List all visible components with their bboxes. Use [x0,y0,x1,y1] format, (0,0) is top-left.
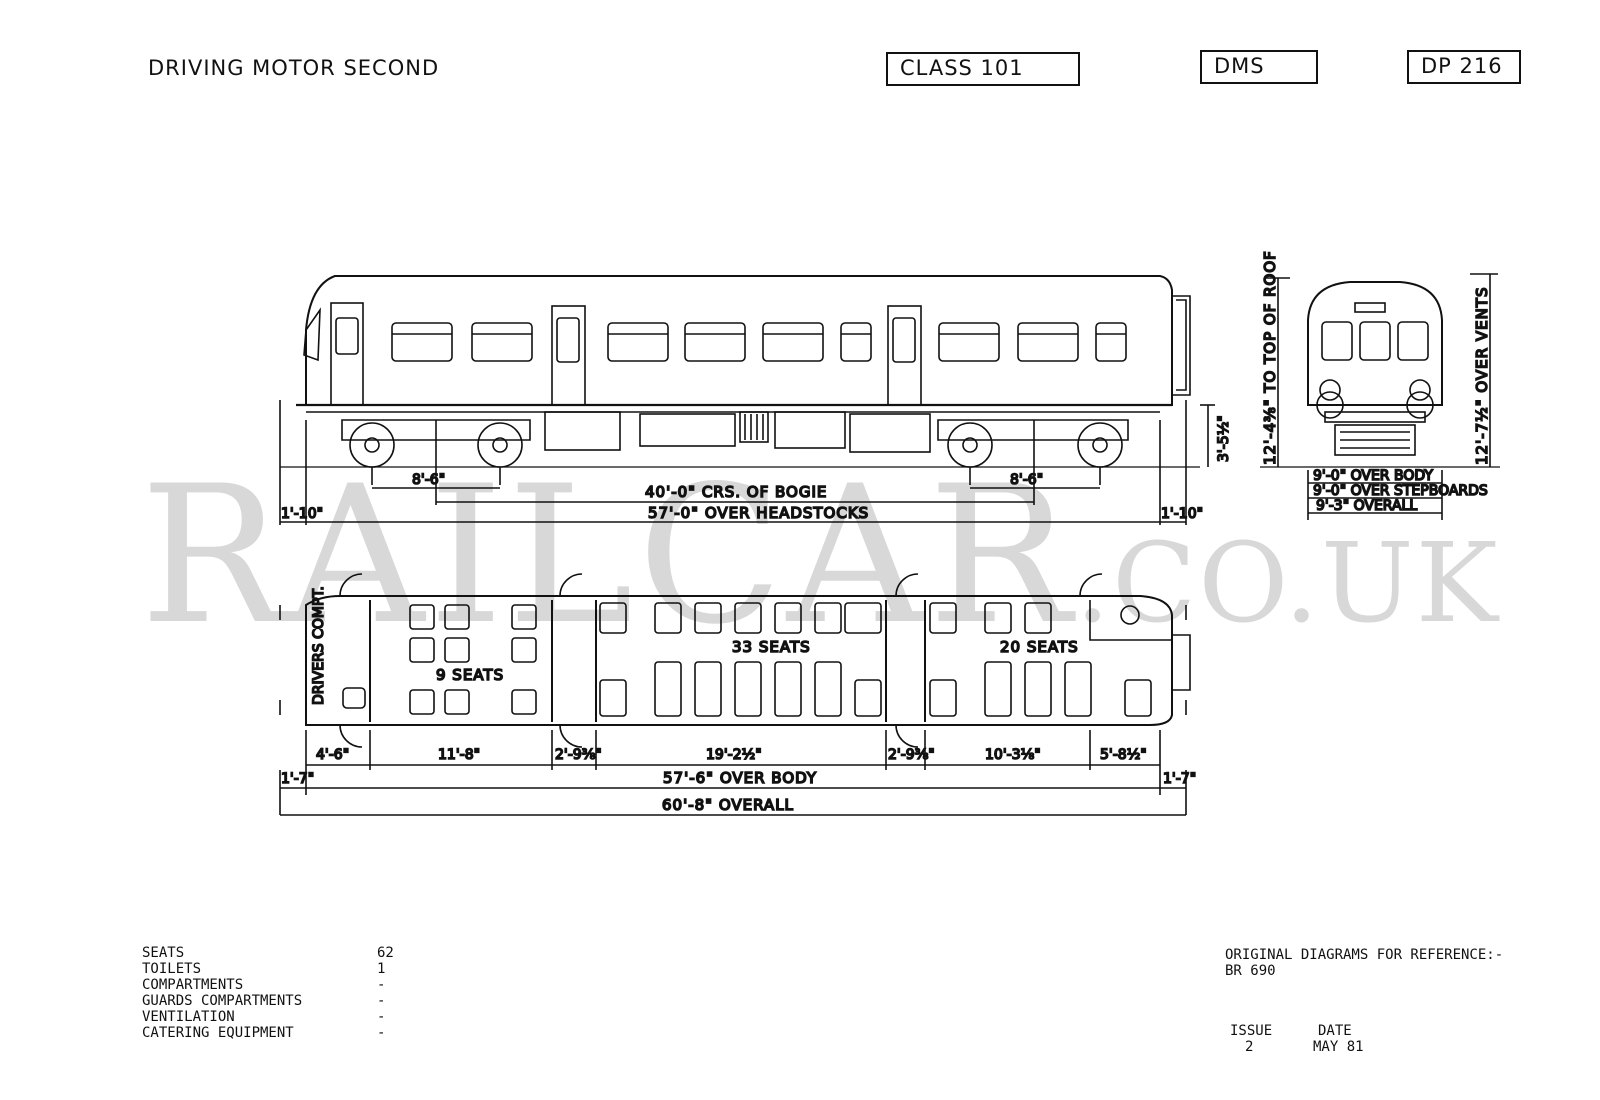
plan-dim-1: 4'-6" [316,747,349,763]
plan-end-left: 1'-7" [281,771,314,787]
end-over-body: 9'-0" OVER BODY [1313,468,1433,484]
plan-dim-6: 10'-3⅛" [985,747,1041,763]
plan-overall: 60'-8" OVERALL [662,796,794,814]
plan-dim-7: 5'-8½" [1100,747,1147,763]
date-block: DATE MAY 81 [1313,1023,1364,1055]
reference-line-2: BR 690 [1225,963,1276,979]
diagram-number-box: DP 216 [1407,50,1521,84]
side-floor-height: 3'-5½" [1216,415,1232,462]
end-top-of-roof: 12'-4⅜" TO TOP OF ROOF [1261,250,1279,465]
end-elevation [1260,273,1500,520]
class-box: CLASS 101 [886,52,1080,86]
end-over-stepboards: 9'-0" OVER STEPBOARDS [1313,483,1488,499]
facility-value: - [377,993,386,1009]
plan-end-right: 1'-7" [1163,771,1196,787]
facility-label: COMPARTMENTS [142,977,244,993]
facility-row: COMPARTMENTS - [142,977,397,993]
plan-dim-3: 2'-9⅜" [555,747,602,763]
facility-label: TOILETS [142,961,202,977]
side-bogie-wheelbase-left: 8'-6" [412,472,445,488]
facility-value: 1 [377,961,386,977]
plan-dim-2: 11'-8" [438,747,480,763]
end-overall: 9'-3" OVERALL [1316,498,1417,514]
side-end-left: 1'-10" [281,506,323,522]
side-bogie-wheelbase-right: 8'-6" [1010,472,1043,488]
issue-block: ISSUE 2 [1230,1023,1272,1055]
issue-label: ISSUE [1230,1023,1273,1039]
plan-seats-section-1: 9 SEATS [436,666,504,684]
facility-value: 62 [377,945,394,961]
plan-over-body: 57'-6" OVER BODY [663,769,817,787]
facility-row: TOILETS 1 [142,961,397,977]
plan-seats-section-2: 33 SEATS [732,638,811,656]
side-over-headstocks: 57'-0" OVER HEADSTOCKS [648,504,869,522]
date-label: DATE [1318,1023,1352,1039]
side-elevation [279,275,1215,525]
type-box: DMS [1200,50,1318,84]
issue-value: 2 [1245,1039,1254,1055]
plan-drivers-compt: DRIVERS COMPT. [311,586,327,705]
date-value: MAY 81 [1313,1039,1364,1055]
diagram-title: DRIVING MOTOR SECOND [148,56,440,80]
reference-block: ORIGINAL DIAGRAMS FOR REFERENCE:- BR 690 [1225,947,1503,979]
facility-row: CATERING EQUIPMENT - [142,1025,397,1041]
plan-dim-4: 19'-2½" [706,747,762,763]
facility-label: GUARDS COMPARTMENTS [142,993,303,1009]
facility-row: GUARDS COMPARTMENTS - [142,993,397,1009]
facility-value: - [377,977,386,993]
plan-seats-section-3: 20 SEATS [1000,638,1079,656]
facility-value: - [377,1009,386,1025]
facilities-table: SEATS 62 TOILETS 1 COMPARTMENTS - GUARDS CO… [142,945,397,1041]
facility-label: VENTILATION [142,1009,235,1025]
facility-value: - [377,1025,386,1041]
side-bogie-centres: 40'-0" CRS. OF BOGIE [645,483,827,501]
facility-label: CATERING EQUIPMENT [142,1025,294,1041]
reference-line-1: ORIGINAL DIAGRAMS FOR REFERENCE:- [1225,947,1504,963]
facility-row: VENTILATION - [142,1009,397,1025]
end-over-vents: 12'-7½" OVER VENTS [1473,287,1491,466]
side-end-right: 1'-10" [1161,506,1203,522]
facility-label: SEATS [142,945,185,961]
facility-row: SEATS 62 [142,945,397,961]
plan-view [279,573,1191,816]
plan-dim-5: 2'-9⅜" [888,747,935,763]
